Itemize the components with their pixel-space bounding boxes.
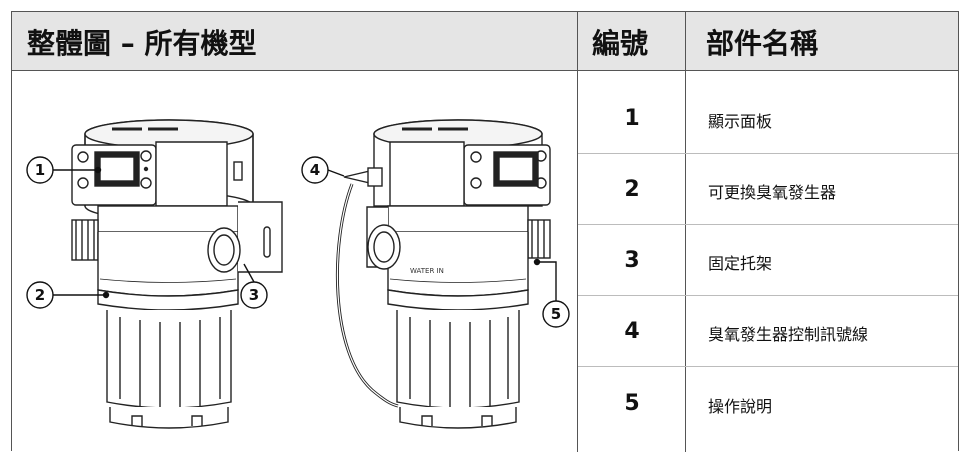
side-unit-drawing	[335, 119, 551, 429]
callout-label: 5	[551, 305, 561, 323]
callout-1	[26, 156, 102, 184]
part-number: 5	[624, 391, 640, 416]
part-name: 固定托架	[708, 254, 773, 273]
callout-label: 3	[249, 286, 259, 304]
callout-4	[301, 156, 345, 184]
part-name: 可更換臭氧發生器	[708, 183, 837, 202]
callout-5	[533, 258, 570, 328]
callout-2	[26, 281, 110, 309]
part-name: 臭氧發生器控制訊號線	[708, 325, 869, 344]
row-divider	[578, 224, 958, 225]
column-divider	[577, 12, 578, 452]
callout-label: 4	[310, 161, 320, 179]
callout-3	[240, 263, 268, 309]
part-name-column-header: 部件名稱	[706, 27, 819, 60]
row-divider	[578, 295, 958, 296]
number-column-header: 編號	[592, 27, 649, 60]
part-name: 操作說明	[708, 397, 773, 416]
parts-table: 整體圖 – 所有機型 編號 部件名稱 1 顯示面板 2 可更換臭氧發生器 3 固…	[11, 11, 959, 452]
figure-title: 整體圖 – 所有機型	[27, 27, 257, 60]
part-name: 顯示面板	[708, 112, 773, 131]
callout-label: 2	[35, 286, 45, 304]
part-number: 1	[624, 106, 640, 131]
row-divider	[578, 153, 958, 154]
product-illustration: 1 2 3 4 5 WATER IN	[12, 72, 577, 452]
front-unit-drawing	[71, 119, 283, 429]
part-number: 4	[624, 319, 640, 344]
inlet-label: WATER IN	[410, 267, 444, 275]
part-number: 3	[624, 248, 640, 273]
part-number: 2	[624, 177, 640, 202]
callout-label: 1	[35, 161, 45, 179]
table-header: 整體圖 – 所有機型 編號 部件名稱	[12, 12, 958, 71]
row-divider	[578, 366, 958, 367]
column-divider	[685, 12, 686, 452]
